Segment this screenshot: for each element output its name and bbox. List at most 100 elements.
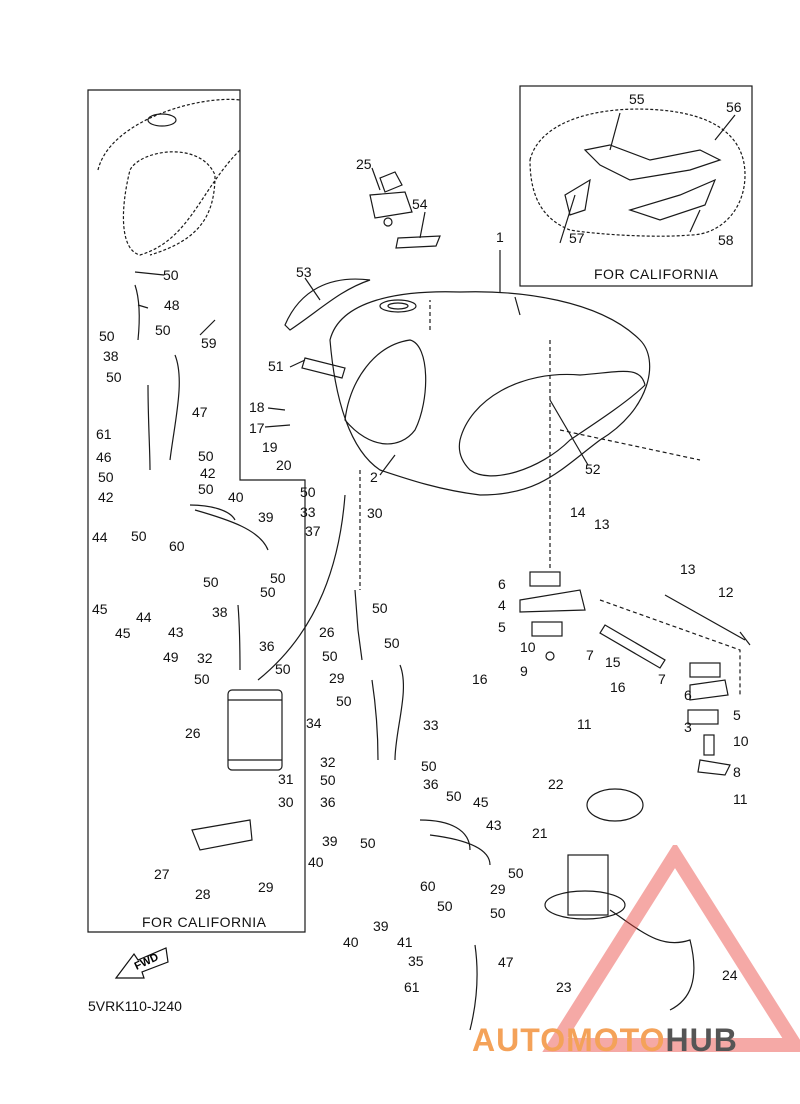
gasket-53 [284, 278, 371, 331]
callout-c30b: 30 [367, 505, 383, 521]
fuel-pump-21 [567, 854, 609, 916]
callout-c34: 34 [306, 715, 322, 731]
bracket-3 [689, 679, 729, 701]
callout-c58: 58 [718, 232, 734, 248]
callout-c37: 37 [305, 523, 321, 539]
callout-c16b: 16 [610, 679, 626, 695]
callout-c45c: 45 [473, 794, 489, 810]
california-label-inset: FOR CALIFORNIA [594, 266, 719, 282]
callout-c42b: 42 [200, 465, 216, 481]
california-box-left [87, 89, 306, 933]
callout-c4: 4 [498, 597, 506, 613]
callout-c50u: 50 [446, 788, 462, 804]
callout-c50v: 50 [360, 835, 376, 851]
hose-39 [194, 509, 269, 551]
fuel-cap [369, 171, 413, 219]
callout-c32a: 32 [197, 650, 213, 666]
callout-c61a: 61 [96, 426, 112, 442]
callout-c50m: 50 [275, 661, 291, 677]
callout-c39a: 39 [258, 509, 274, 525]
callout-c50h: 50 [131, 528, 147, 544]
callout-c50g: 50 [198, 481, 214, 497]
inset-part-55 [583, 144, 722, 181]
mount-5a [531, 621, 563, 637]
hose-47b [469, 944, 478, 1031]
callout-c6a: 6 [498, 576, 506, 592]
callout-c44a: 44 [92, 529, 108, 545]
callout-c16a: 16 [472, 671, 488, 687]
callout-c11a: 11 [577, 716, 592, 732]
hose-40 [189, 504, 236, 521]
callout-c50t: 50 [421, 758, 437, 774]
watermark-logo [470, 841, 800, 1060]
callout-c50n: 50 [300, 484, 316, 500]
callout-c36c: 36 [423, 776, 439, 792]
callout-c38b: 38 [212, 604, 228, 620]
left-tank [97, 98, 241, 256]
canister-26 [227, 689, 283, 771]
callout-c24: 24 [722, 967, 738, 983]
watermark-part1: AUTOMOTO [472, 1022, 666, 1058]
callout-c10a: 10 [520, 639, 536, 655]
callout-c47a: 47 [192, 404, 208, 420]
callout-c3: 3 [684, 719, 692, 735]
callout-c39b: 39 [322, 833, 338, 849]
gasket-22 [586, 788, 644, 822]
callout-c45b: 45 [115, 625, 131, 641]
callout-c50e: 50 [198, 448, 214, 464]
callout-c13b: 13 [680, 561, 696, 577]
fwd-arrow: FWD [112, 944, 172, 984]
callout-c50p: 50 [384, 635, 400, 651]
callout-c43a: 43 [168, 624, 184, 640]
callout-c18: 18 [249, 399, 265, 415]
callout-c23: 23 [556, 979, 572, 995]
callout-c38a: 38 [103, 348, 119, 364]
callout-c52: 52 [585, 461, 601, 477]
callout-c50x: 50 [437, 898, 453, 914]
callout-c50d: 50 [106, 369, 122, 385]
california-box-inset [519, 85, 753, 287]
bracket-27 [191, 819, 253, 851]
callout-c29b: 29 [329, 670, 345, 686]
callout-c50c: 50 [155, 322, 171, 338]
callout-c13a: 13 [594, 516, 610, 532]
callout-c25: 25 [356, 156, 372, 172]
leader-lines [134, 112, 736, 476]
callout-c12: 12 [718, 584, 734, 600]
callout-c55: 55 [629, 91, 645, 107]
callout-c39c: 39 [373, 918, 389, 934]
california-label-left: FOR CALIFORNIA [142, 914, 267, 930]
tank-filler [379, 299, 417, 313]
watermark-triangle-icon [542, 841, 800, 1052]
callout-c43b: 43 [486, 817, 502, 833]
watermark-text: AUTOMOTOHUB [472, 1022, 738, 1059]
diagram-code: 5VRK110-J240 [88, 998, 182, 1014]
callout-c50f: 50 [98, 469, 114, 485]
callout-c40b: 40 [308, 854, 324, 870]
callout-c40a: 40 [228, 489, 244, 505]
callout-c50j: 50 [270, 570, 286, 586]
watermark-part2: HUB [665, 1022, 738, 1058]
inset-tank [529, 108, 746, 237]
callout-c51: 51 [268, 358, 284, 374]
hose-45 [419, 819, 471, 851]
callout-c14: 14 [570, 504, 586, 520]
callout-c17: 17 [249, 420, 265, 436]
tank-flame-graphic [458, 370, 646, 477]
wire-harness-24 [609, 909, 695, 1011]
callout-c50s: 50 [320, 772, 336, 788]
callout-c31: 31 [278, 771, 294, 787]
callout-c22: 22 [548, 776, 564, 792]
hose-48 [134, 284, 140, 341]
callout-c7b: 7 [658, 671, 666, 687]
callout-c45a: 45 [92, 601, 108, 617]
callout-c5a: 5 [498, 619, 506, 635]
callout-c53: 53 [296, 264, 312, 280]
plate-54 [395, 235, 441, 249]
pipe-15 [599, 624, 666, 669]
callout-c1: 1 [496, 229, 504, 245]
callout-c20: 20 [276, 457, 292, 473]
fwd-arrow-icon [114, 947, 169, 979]
collar-10 [545, 651, 555, 661]
callout-c26b: 26 [319, 624, 335, 640]
